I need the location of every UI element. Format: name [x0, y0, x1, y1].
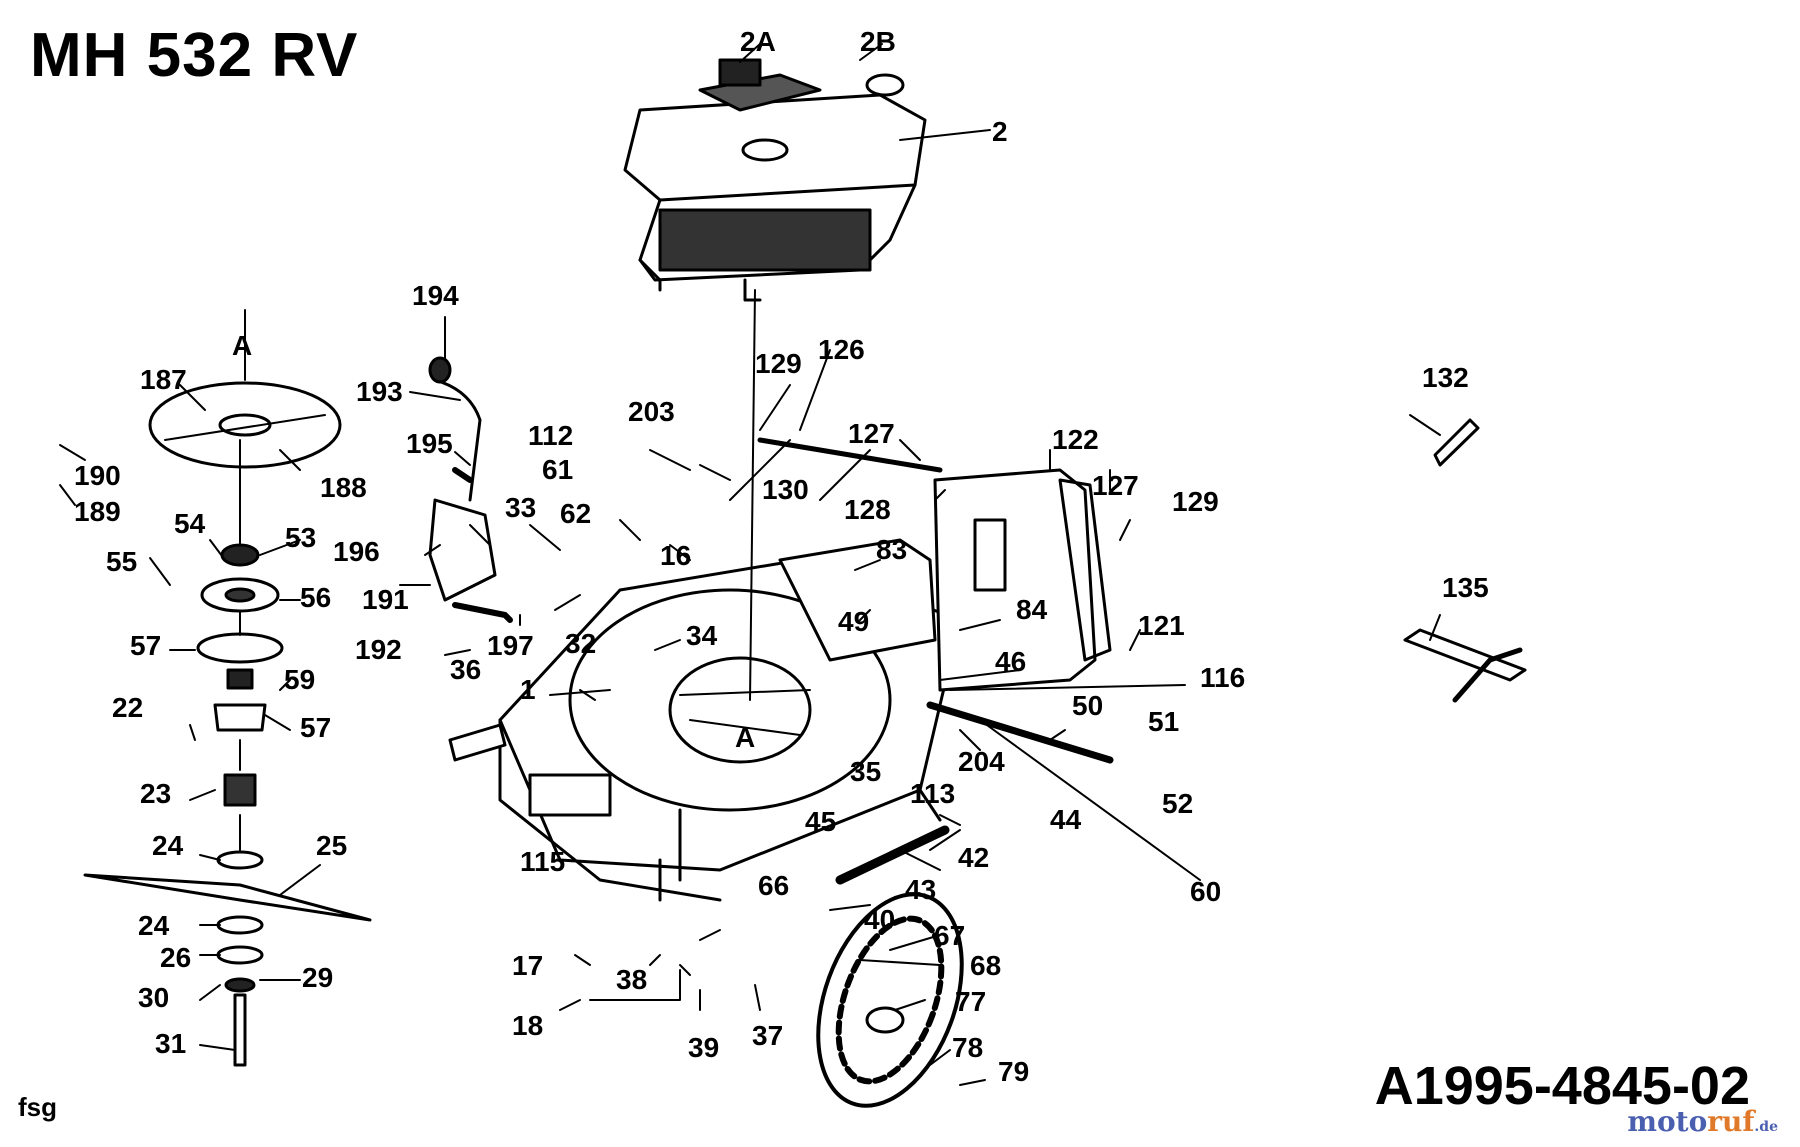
callout-68: 68	[970, 950, 1002, 981]
diagram-title: MH 532 RV	[30, 21, 359, 90]
callout-38: 38	[616, 964, 648, 995]
callout-22: 22	[112, 692, 144, 723]
callout-122: 122	[1052, 424, 1099, 455]
callout-129-right: 129	[1172, 486, 1219, 517]
callout-127-left: 127	[848, 418, 895, 449]
callout-197: 197	[487, 630, 534, 661]
callout-31: 31	[155, 1028, 187, 1059]
callout-26: 26	[160, 942, 192, 973]
watermark-logo: motoruf.de	[1627, 1105, 1778, 1138]
callout-189: 189	[74, 496, 121, 527]
callout-54: 54	[174, 508, 206, 539]
callout-42: 42	[958, 842, 990, 873]
callout-33: 33	[505, 492, 537, 523]
callout-30: 30	[138, 982, 170, 1013]
callout-17: 17	[512, 950, 544, 981]
engine-drawing	[623, 58, 927, 302]
callout-18: 18	[512, 1010, 544, 1041]
callout-53: 53	[285, 522, 317, 553]
callout-34: 34	[686, 620, 718, 651]
callout-40: 40	[864, 904, 896, 935]
callout-67: 67	[934, 920, 966, 951]
callout-126: 126	[818, 334, 865, 365]
callout-127-right: 127	[1092, 470, 1139, 501]
callout-194: 194	[412, 280, 459, 311]
callout-135: 135	[1442, 572, 1489, 603]
callout-25: 25	[316, 830, 348, 861]
leader-lines	[59, 43, 1441, 1086]
callout-57-bottom: 57	[300, 712, 332, 743]
callout-51: 51	[1148, 706, 1180, 737]
document-number: A1995-4845-02	[1374, 1056, 1750, 1116]
callout-203: 203	[628, 396, 675, 427]
callout-1: 1	[520, 674, 536, 705]
callout-192: 192	[355, 634, 402, 665]
callout-50: 50	[1072, 690, 1104, 721]
callout-61: 61	[542, 454, 574, 485]
callout-193: 193	[356, 376, 403, 407]
callout-78: 78	[952, 1032, 984, 1063]
callout-66: 66	[758, 870, 790, 901]
callout-37: 37	[752, 1020, 784, 1051]
callout-62: 62	[560, 498, 592, 529]
callout-83: 83	[876, 534, 908, 565]
rear-flap-drawing	[933, 468, 1112, 692]
callout-43: 43	[905, 874, 937, 905]
callout-204: 204	[958, 746, 1005, 777]
callout-a-center: A	[735, 722, 756, 753]
callout-116: 116	[1200, 662, 1246, 693]
callout-121: 121	[1138, 610, 1185, 641]
footer-code: fsg	[18, 1092, 57, 1122]
callout-46: 46	[995, 646, 1027, 677]
callout-45: 45	[805, 806, 837, 837]
callout-2a: 2A	[740, 26, 776, 57]
callout-187: 187	[140, 364, 187, 395]
callout-24-bottom: 24	[138, 910, 170, 941]
callout-129-left: 129	[755, 348, 802, 379]
callout-32: 32	[565, 628, 597, 659]
callout-55: 55	[106, 546, 138, 577]
callout-188: 188	[320, 472, 367, 503]
callout-59: 59	[284, 664, 316, 695]
callout-113: 113	[910, 778, 956, 809]
callout-196: 196	[333, 536, 380, 567]
callout-16: 16	[660, 540, 692, 571]
callout-79: 79	[998, 1056, 1030, 1087]
callout-2: 2	[992, 116, 1008, 147]
callout-52: 52	[1162, 788, 1194, 819]
callout-49: 49	[838, 606, 870, 637]
callout-23: 23	[140, 778, 172, 809]
callout-24-top: 24	[152, 830, 184, 861]
callout-29: 29	[302, 962, 334, 993]
callout-35: 35	[850, 756, 882, 787]
callout-60: 60	[1190, 876, 1222, 907]
callout-195: 195	[406, 428, 453, 459]
callout-39: 39	[688, 1032, 720, 1063]
callout-77: 77	[955, 986, 987, 1017]
callout-36: 36	[450, 654, 482, 685]
callout-2b: 2B	[860, 26, 896, 57]
callout-56: 56	[300, 582, 332, 613]
callout-112: 112	[528, 420, 574, 451]
callout-57-top: 57	[130, 630, 162, 661]
callout-132: 132	[1422, 362, 1469, 393]
blade-assembly-drawing	[83, 381, 372, 1067]
callout-128: 128	[844, 494, 891, 525]
callout-190: 190	[74, 460, 121, 491]
wheel-drawing	[816, 892, 964, 1108]
callout-191: 191	[362, 584, 409, 615]
callout-a-top: A	[232, 330, 253, 361]
callout-130: 130	[762, 474, 809, 505]
callout-44: 44	[1050, 804, 1082, 835]
callout-84: 84	[1016, 594, 1048, 625]
callout-115: 115	[520, 846, 566, 877]
